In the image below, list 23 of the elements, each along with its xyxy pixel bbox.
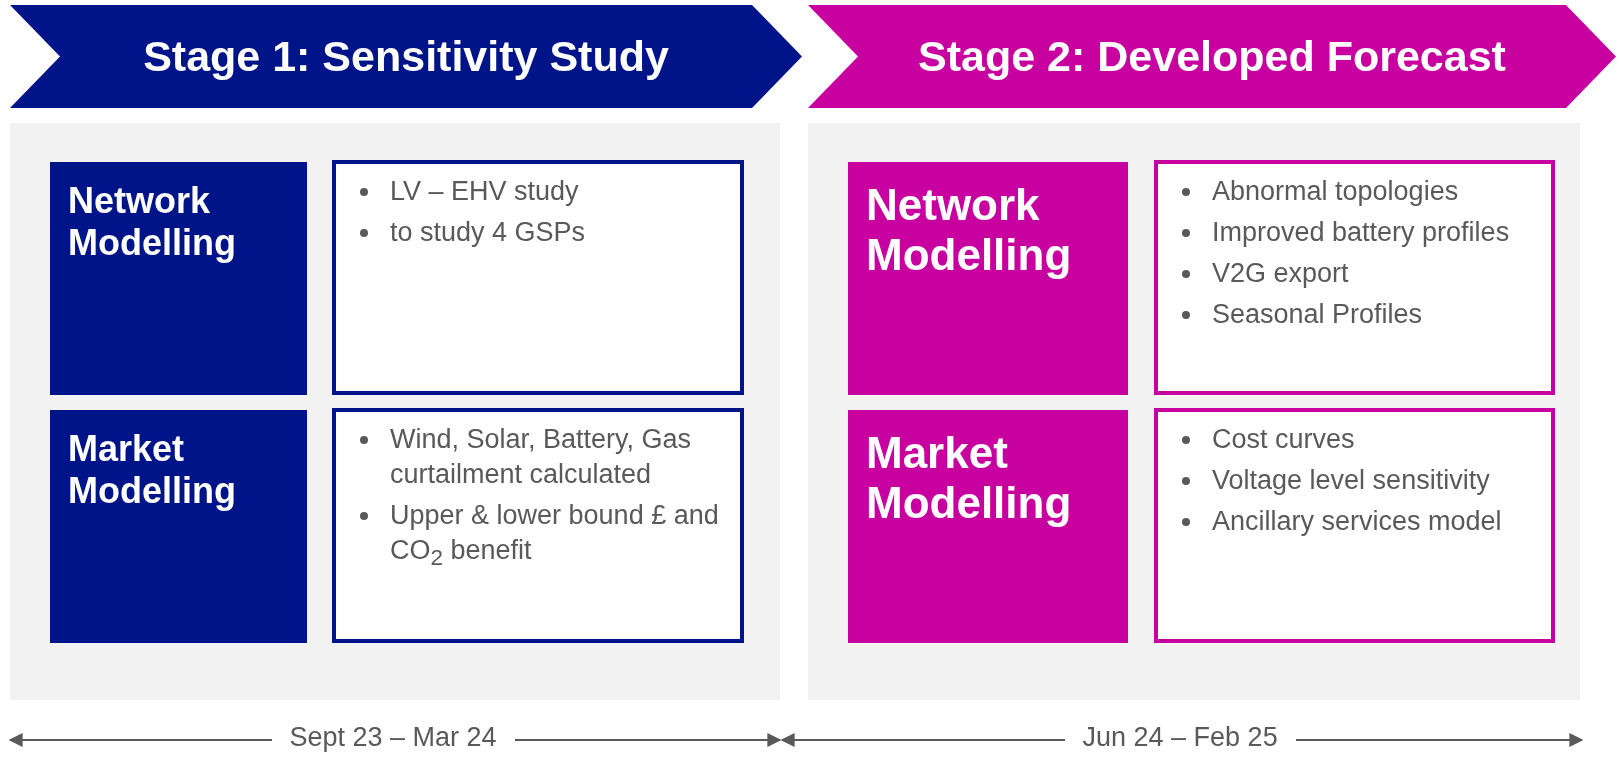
stage-banner [808,5,1616,108]
bullet-item: Abnormal topologies [1212,175,1459,208]
bullet-item: LV – EHV study [390,175,579,208]
bullet-item: Cost curves [1212,423,1355,456]
category-box: Network Modelling [848,162,1128,395]
stage-title: Stage 1: Sensitivity Study [143,32,669,81]
stage-title: Stage 2: Developed Forecast [918,32,1506,81]
category-box: Network Modelling [50,162,307,395]
bullet-list-box [332,408,744,643]
bullet-item: to study 4 GSPs [390,216,586,250]
bullet-item: V2G export [1212,257,1349,291]
bullet-list-box [332,160,744,395]
bullet-item: Upper & lower bound £ and CO$_{2}$ benefit [390,499,720,573]
bullet-item: Voltage level sensitivity [1212,464,1490,498]
bullet-item: Improved battery profiles [1212,216,1510,250]
bullet-list-box [1154,408,1555,643]
bullet-item: Wind, Solar, Battery, Gas curtailment calculated [390,423,693,492]
bullet-list-box [1154,160,1555,395]
bullet-item: Ancillary services model [1212,505,1502,539]
bullet-item: Seasonal Profiles [1212,298,1423,332]
stage-banner [10,5,802,108]
category-box: Market Modelling [848,410,1128,643]
category-box: Market Modelling [50,410,307,643]
